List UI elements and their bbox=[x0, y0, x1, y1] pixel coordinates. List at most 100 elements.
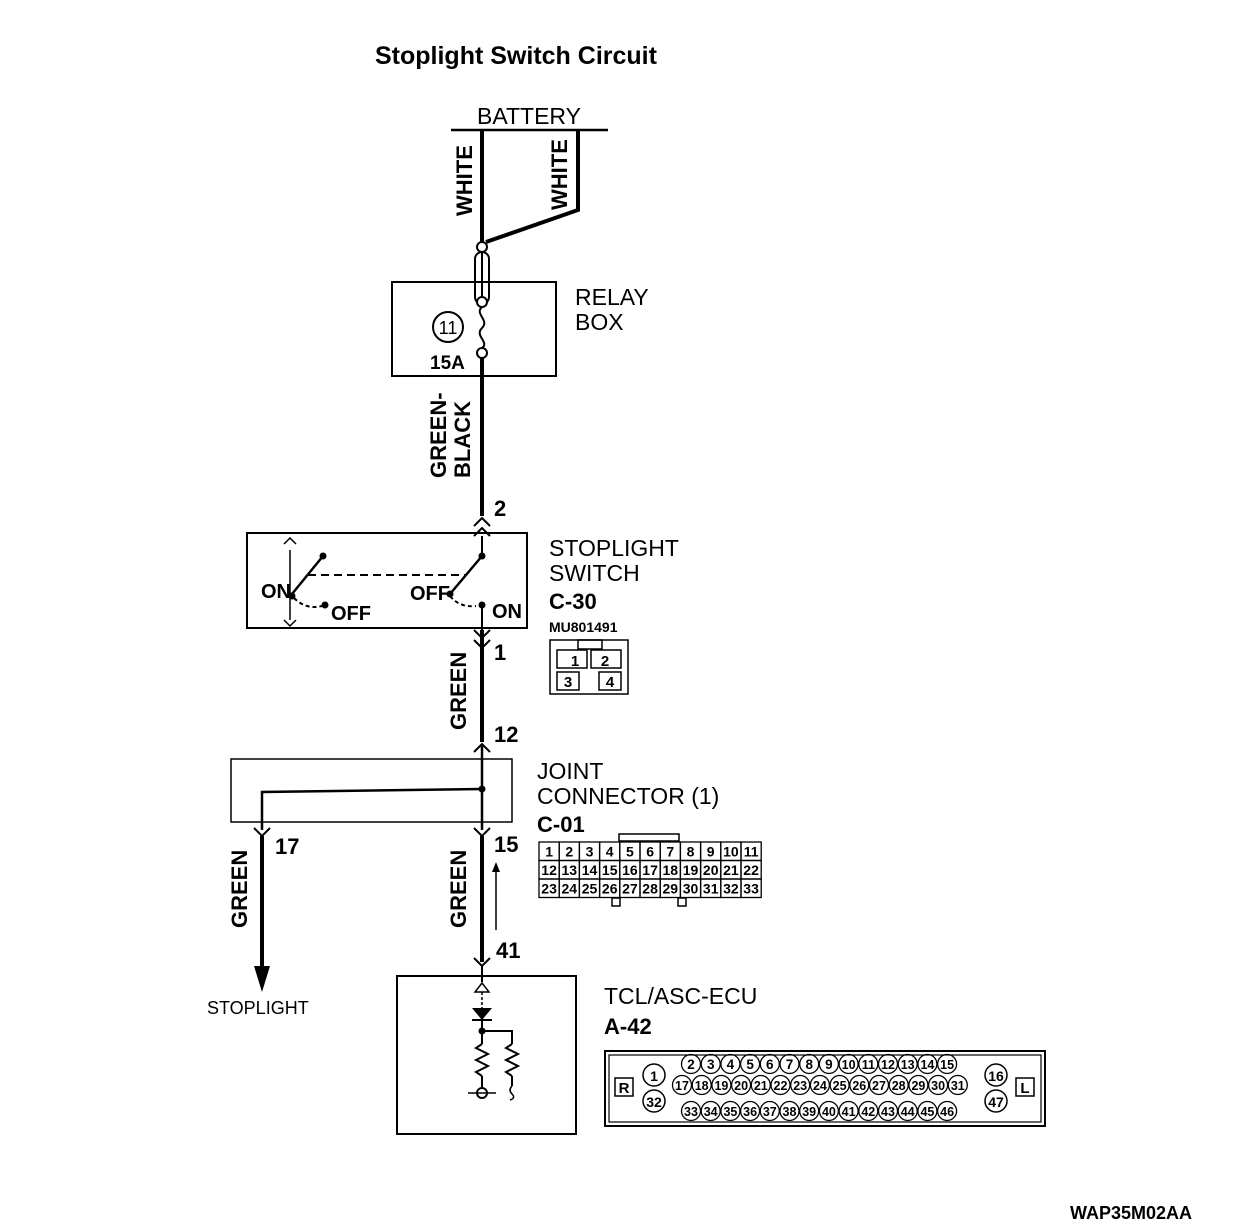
a42-pin: 10 bbox=[842, 1058, 856, 1072]
a42-pin: 15 bbox=[940, 1058, 954, 1072]
a42-pin: 32 bbox=[646, 1094, 662, 1110]
a42-pin-circle bbox=[750, 1074, 771, 1096]
a42-side-right: L bbox=[1020, 1080, 1029, 1097]
ecu-box bbox=[396, 975, 577, 1135]
a42-pin: 5 bbox=[746, 1057, 754, 1072]
c01-pin: 11 bbox=[744, 844, 759, 860]
a42-pin-circle bbox=[730, 1074, 752, 1096]
c30-pin: 3 bbox=[564, 674, 572, 691]
a42-pin: 7 bbox=[786, 1057, 794, 1072]
a42-pin-circle bbox=[858, 1100, 879, 1122]
a42-pin-circle bbox=[711, 1074, 732, 1096]
a42-pin: 16 bbox=[988, 1068, 1004, 1084]
a42-pin: 40 bbox=[822, 1105, 836, 1119]
wire-label-green-black-1: GREEN- bbox=[426, 392, 451, 478]
a42-pin: 6 bbox=[766, 1057, 774, 1072]
a42-pin: 46 bbox=[940, 1105, 954, 1119]
c01-pin: 24 bbox=[562, 881, 578, 897]
c01-pin: 30 bbox=[683, 881, 699, 897]
a42-pin: 36 bbox=[743, 1105, 757, 1119]
a42-pin-circle bbox=[700, 1100, 721, 1122]
c01-pin: 3 bbox=[586, 844, 594, 860]
c01-pin: 27 bbox=[622, 881, 638, 897]
a42-pin-circle bbox=[897, 1100, 918, 1122]
c01-pin: 1 bbox=[545, 844, 553, 860]
a42-pin: 30 bbox=[931, 1079, 945, 1093]
a42-pin-circle bbox=[888, 1074, 909, 1096]
switch-pin-bottom: 1 bbox=[494, 640, 506, 665]
a42-pin: 19 bbox=[714, 1079, 728, 1093]
a42-pin-circle bbox=[927, 1074, 949, 1096]
c01-pin: 5 bbox=[626, 844, 634, 860]
a42-pin: 3 bbox=[707, 1057, 715, 1072]
c01-pin: 29 bbox=[663, 881, 679, 897]
a42-pin-circle bbox=[897, 1053, 918, 1075]
a42-pin-circle bbox=[671, 1074, 693, 1096]
switch-pin-top: 2 bbox=[494, 496, 506, 521]
a42-pin-circle bbox=[680, 1053, 702, 1075]
wire-label-green-1: GREEN bbox=[446, 652, 471, 730]
c01-pin: 2 bbox=[565, 844, 573, 860]
c01-pin: 9 bbox=[707, 844, 715, 860]
a42-pin-circle bbox=[799, 1053, 820, 1075]
c30-pin: 2 bbox=[601, 653, 609, 670]
stoplight-output-label: STOPLIGHT bbox=[207, 998, 309, 1018]
a42-pin: 9 bbox=[825, 1057, 833, 1072]
a42-pin-circle bbox=[829, 1074, 850, 1096]
c01-pin: 21 bbox=[723, 862, 739, 878]
a42-pin: 47 bbox=[988, 1094, 1004, 1110]
a42-pin: 23 bbox=[793, 1079, 807, 1093]
a42-pin-circle bbox=[936, 1053, 958, 1075]
a42-pin-circle bbox=[809, 1074, 831, 1096]
a42-pin: 17 bbox=[675, 1079, 689, 1093]
joint-label-line2: CONNECTOR (1) bbox=[537, 783, 719, 809]
wire-label-white-left: WHITE bbox=[452, 145, 477, 216]
fuse-symbol bbox=[478, 306, 486, 349]
ecu-label: TCL/ASC-ECU bbox=[604, 983, 757, 1009]
a42-pin-circle bbox=[779, 1100, 800, 1122]
a42-pin: 35 bbox=[723, 1105, 737, 1119]
relay-box-label-line1: RELAY bbox=[575, 284, 649, 310]
a42-pin: 44 bbox=[901, 1105, 915, 1119]
a42-pin-circle bbox=[877, 1053, 899, 1075]
c01-pin: 32 bbox=[723, 881, 739, 897]
wire-label-green-3: GREEN bbox=[446, 850, 471, 928]
a42-pin: 25 bbox=[833, 1079, 847, 1093]
a42-pin: 24 bbox=[813, 1079, 827, 1093]
joint-label-line1: JOINT bbox=[537, 758, 603, 784]
a42-pin: 37 bbox=[763, 1105, 777, 1119]
a42-pin-circle bbox=[799, 1100, 820, 1122]
c01-pin: 10 bbox=[723, 844, 739, 860]
switch-label-line2: SWITCH bbox=[549, 560, 640, 586]
a42-pin: 45 bbox=[920, 1105, 934, 1119]
a42-pin-circle bbox=[917, 1053, 938, 1075]
ecu-resistor-1 bbox=[473, 1043, 491, 1077]
a42-pin-circle bbox=[790, 1074, 811, 1096]
c01-pin: 31 bbox=[703, 881, 719, 897]
c01-pin: 33 bbox=[743, 881, 759, 897]
a42-pin: 4 bbox=[727, 1057, 735, 1072]
a42-pin: 29 bbox=[911, 1079, 925, 1093]
a42-pin-circle bbox=[770, 1074, 791, 1096]
stoplight-switch-box bbox=[246, 532, 528, 629]
a42-pin: 43 bbox=[881, 1105, 895, 1119]
a42-pin-circle bbox=[908, 1074, 929, 1096]
c01-pin: 20 bbox=[703, 862, 719, 878]
a42-pin-circle bbox=[739, 1100, 761, 1122]
a42-pin: 39 bbox=[802, 1105, 816, 1119]
c01-pin: 4 bbox=[606, 844, 614, 860]
a42-pin-circle bbox=[720, 1053, 741, 1075]
a42-pin-circle bbox=[691, 1074, 712, 1096]
a42-pin-circle bbox=[947, 1074, 968, 1096]
a42-pin: 27 bbox=[872, 1079, 886, 1093]
joint-splice bbox=[478, 785, 486, 793]
wire-label-green-2: GREEN bbox=[227, 850, 252, 928]
wire-label-white-right: WHITE bbox=[547, 139, 572, 210]
a42-pin: 1 bbox=[650, 1068, 658, 1084]
c30-pin: 1 bbox=[571, 653, 579, 670]
a42-pin: 33 bbox=[684, 1105, 698, 1119]
wire-white-right bbox=[485, 130, 580, 244]
a42-pin: 28 bbox=[892, 1079, 906, 1093]
